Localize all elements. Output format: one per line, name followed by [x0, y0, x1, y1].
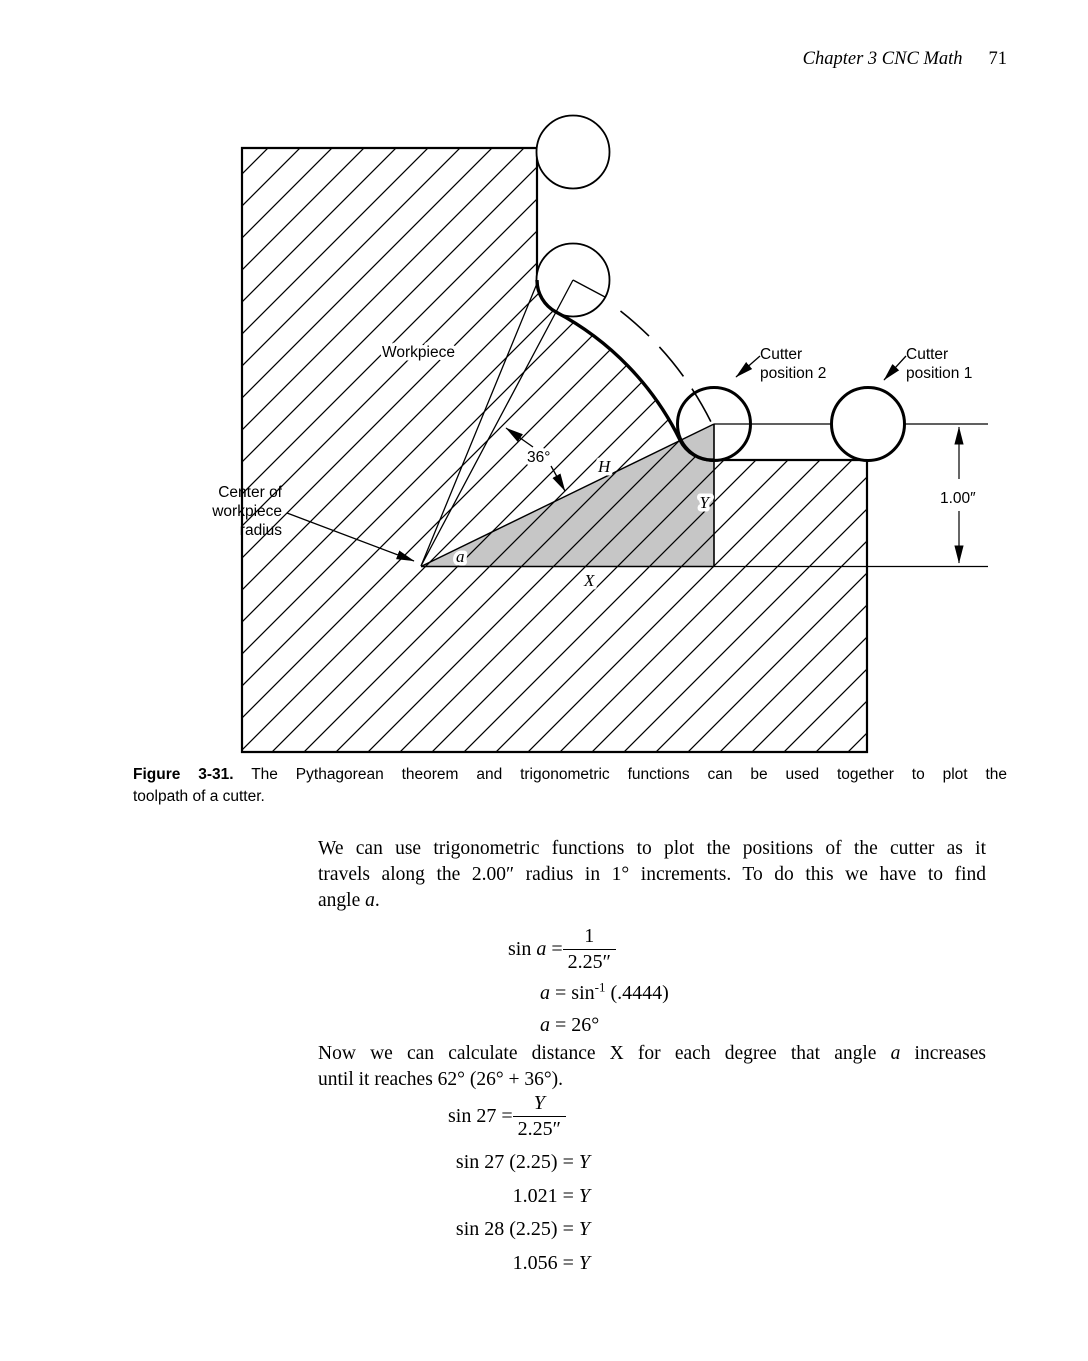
- paragraph-1-line2: travels along the 2.00″ radius in 1° inc…: [318, 864, 986, 885]
- eq2-rest: (.4444): [605, 982, 669, 1004]
- angle-36-label: 36°: [527, 449, 550, 466]
- paragraph-2-line2: until it reaches 62° (26° + 36°).: [318, 1069, 564, 1090]
- eq4-lhs: sin 27 =: [448, 1105, 513, 1127]
- figure-caption: Figure 3-31. The Pythagorean theorem and…: [133, 764, 1007, 808]
- eq1-lhs: sin a =: [508, 938, 563, 961]
- eq8-var: Y: [578, 1252, 590, 1274]
- toolpath-dashed-arc: [620, 310, 713, 425]
- figure-caption-number: Figure 3-31.: [133, 766, 234, 783]
- eq1-var: a: [536, 938, 547, 960]
- eq1-denominator: 2.25″: [567, 951, 611, 973]
- eq1-fn: sin: [508, 938, 537, 960]
- equation-sin-a: sin a = 1 2.25″: [508, 925, 616, 974]
- eq2-superscript: -1: [594, 979, 606, 995]
- paragraph-2-line1-pre: Now we can calculate distance X for each…: [318, 1043, 891, 1064]
- workpiece-label: Workpiece: [382, 344, 455, 361]
- paragraph-1: We can use trigonometric functions to pl…: [318, 836, 986, 914]
- eq6-lhs: 1.021 =: [512, 1185, 579, 1207]
- cutter-position-2-circle: [676, 386, 752, 462]
- triangle-hypotenuse-h: [420, 423, 715, 568]
- eq1-numerator: 1: [562, 925, 616, 950]
- eq6-var: Y: [578, 1185, 590, 1207]
- eq3-rest: = 26°: [550, 1014, 600, 1036]
- angle-a-variable: a: [365, 890, 375, 911]
- eq3-var: a: [540, 1014, 550, 1036]
- radius-line-wall: [420, 280, 539, 567]
- hatch-fill: [242, 148, 867, 752]
- tangent-tick: [572, 279, 606, 298]
- y-label: Y: [700, 493, 711, 512]
- eq2-rel: = sin: [550, 982, 595, 1004]
- eq1-fraction: 1 2.25″: [562, 925, 616, 974]
- paragraph-1-line3-pre: angle: [318, 890, 366, 911]
- cutter-position-1-circle: [830, 386, 906, 462]
- hypotenuse-label: H: [597, 457, 612, 476]
- center-radius-label-2: workpiece: [211, 503, 282, 520]
- figure-caption-line2: toolpath of a cutter.: [133, 788, 265, 805]
- cutter-position-2-label-1: Cutter: [760, 346, 802, 363]
- equation-arcsin: a = sin-1 (.4444): [540, 979, 669, 1005]
- eq5-lhs: sin 27 (2.25) =: [455, 1151, 579, 1173]
- eq7-lhs: sin 28 (2.25) =: [455, 1218, 579, 1240]
- eq5-var: Y: [578, 1151, 590, 1173]
- paragraph-1-line3: angle a.: [318, 888, 986, 914]
- page-header: Chapter 3 CNC Math 71: [803, 49, 1007, 70]
- paragraph-1-line3-post: .: [374, 890, 380, 911]
- equation-y-1021: 1.021 = Y: [340, 1185, 590, 1208]
- cutter-position-1-label-2: position 1: [906, 365, 972, 382]
- paragraph-2-line1-post: increases: [900, 1043, 986, 1064]
- center-radius-label-3: radius: [240, 522, 282, 539]
- paragraph-2-line1-var: a: [890, 1043, 901, 1064]
- center-radius-label-1: Center of: [218, 484, 282, 501]
- figure-caption-text: The Pythagorean theorem and trigonometri…: [233, 766, 1008, 783]
- eq4-fraction: Y 2.25″: [512, 1092, 566, 1141]
- angle-leader-lower: [550, 465, 566, 492]
- cutter-position-2-label-2: position 2: [760, 365, 826, 382]
- cutter1-leader: [883, 355, 907, 381]
- a-label: a: [456, 547, 465, 566]
- angle-leader-upper: [505, 427, 534, 448]
- paragraph-2: Now we can calculate distance X for each…: [318, 1041, 986, 1093]
- eq4-numerator: Y: [512, 1092, 566, 1117]
- equation-sin-27-frac: sin 27 = Y 2.25″: [448, 1092, 566, 1141]
- eq1-rel: =: [546, 938, 563, 960]
- eq8-lhs: 1.056 =: [512, 1252, 579, 1274]
- paragraph-1-line1: We can use trigonometric functions to pl…: [318, 838, 986, 859]
- figure-3-31-diagram: Workpiece Center of workpiece radius Cut…: [211, 114, 988, 754]
- cutter-position-1-label-1: Cutter: [906, 346, 948, 363]
- figure-caption-line1: Figure 3-31. The Pythagorean theorem and…: [133, 764, 1007, 786]
- equation-sin28-expanded: sin 28 (2.25) = Y: [340, 1218, 590, 1241]
- cutter-circle-top: [535, 114, 611, 190]
- dimension-label: 1.00″: [940, 490, 976, 507]
- center-radius-leader: [286, 512, 415, 562]
- eq4-denominator: 2.25″: [517, 1118, 561, 1140]
- radius-line-62deg: [420, 279, 574, 567]
- eq7-var: Y: [578, 1218, 590, 1240]
- cutter2-leader: [735, 355, 761, 378]
- page-number: 71: [988, 49, 1008, 69]
- paragraph-2-line1: Now we can calculate distance X for each…: [318, 1041, 986, 1067]
- equation-sin27-expanded: sin 27 (2.25) = Y: [340, 1151, 590, 1174]
- chapter-title: Chapter 3 CNC Math: [802, 49, 963, 69]
- equation-y-1056: 1.056 = Y: [340, 1252, 590, 1275]
- equation-a-26: a = 26°: [540, 1014, 599, 1037]
- x-label: X: [583, 571, 595, 590]
- eq2-var: a: [540, 982, 550, 1004]
